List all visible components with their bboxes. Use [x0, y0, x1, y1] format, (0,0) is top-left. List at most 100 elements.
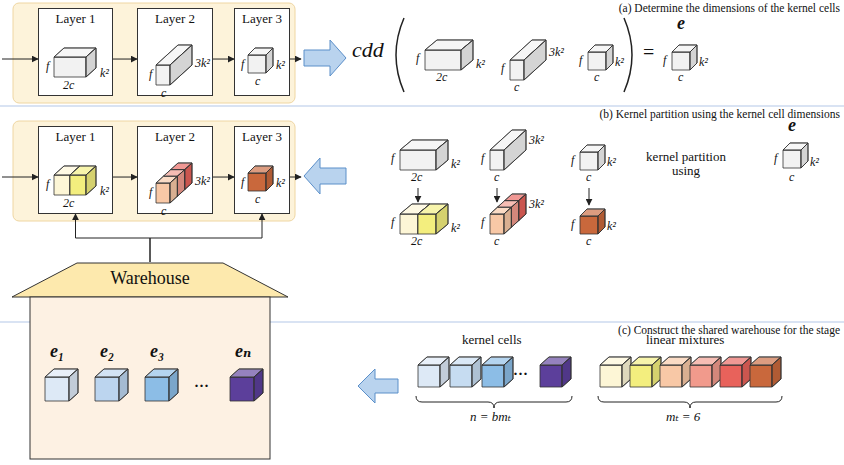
label: f [481, 216, 484, 229]
stage-panel [13, 3, 295, 103]
cube-face [504, 357, 513, 387]
cube-face [400, 150, 436, 170]
label: c [586, 235, 591, 248]
connector [113, 59, 137, 60]
cube-face [511, 201, 518, 228]
cube-face [436, 204, 448, 234]
cube-face [598, 209, 605, 234]
cube-face [801, 143, 808, 168]
label: c [494, 235, 499, 248]
cube-face [690, 45, 697, 70]
connector [76, 214, 151, 262]
cube-face [783, 150, 801, 168]
cube-face [472, 357, 481, 387]
cube-face [230, 377, 254, 401]
cube-face [772, 357, 781, 387]
label: e [677, 14, 685, 34]
label: 3k² [529, 198, 544, 211]
cube-face [562, 357, 571, 387]
node-title: Layer 3 [235, 130, 289, 144]
cube-face [562, 357, 571, 387]
label: c [494, 171, 499, 184]
cube-face [461, 40, 473, 70]
label: n = bmₜ [470, 410, 511, 424]
cube-face [119, 369, 128, 401]
label: ··· [513, 366, 528, 383]
node-label: 3k² [195, 175, 210, 188]
layer-box: Layer 2fc3k² [137, 126, 213, 214]
cube-face [600, 365, 622, 387]
node-label: f [149, 68, 152, 81]
cube-face [772, 357, 781, 387]
node-label: f [46, 178, 49, 191]
cube-face [185, 163, 192, 190]
cube-face [519, 194, 526, 221]
connector [213, 59, 234, 60]
paren [396, 18, 404, 92]
node-label: k² [276, 177, 285, 190]
cube-face [69, 369, 78, 401]
label: k² [476, 58, 485, 71]
layer-box: Layer 3fck² [234, 126, 290, 214]
cube-face [156, 65, 170, 85]
cube-face [86, 48, 96, 77]
label: linear mixtures [646, 333, 724, 347]
cube-face [482, 365, 504, 387]
node-label: 2c [63, 79, 74, 92]
cube-face [519, 194, 526, 221]
cube-face [400, 214, 418, 234]
cube-face [540, 365, 562, 387]
label: e [788, 116, 796, 136]
label: f [416, 52, 419, 65]
node-label: e₂ [100, 342, 114, 362]
cube-face [95, 377, 119, 401]
cube-face [254, 369, 263, 401]
section-divider [0, 105, 844, 106]
label: (b) Kernel partition using the kernel ce… [600, 108, 840, 121]
node-label: k² [100, 185, 109, 198]
node-label: c [255, 75, 260, 88]
cube-face [598, 145, 605, 170]
cube-face [177, 170, 184, 197]
warehouse-body [30, 297, 270, 459]
cube-face [450, 365, 472, 387]
label: = [643, 41, 654, 63]
cube-face [580, 216, 598, 234]
cube-face [170, 45, 192, 85]
cube-face [606, 45, 613, 70]
cube-face [170, 176, 177, 203]
cube-face [418, 214, 436, 234]
down-arrow [497, 188, 498, 202]
paren [624, 18, 632, 92]
node-label: 2c [63, 197, 74, 210]
block-arrow [358, 369, 398, 403]
cube-face [425, 50, 461, 70]
label: f [501, 62, 504, 75]
cube-face [54, 175, 70, 195]
layer-box: Layer 3fck² [234, 8, 290, 96]
label: (a) Determine the dimensions of the kern… [619, 2, 840, 15]
label: 3k² [549, 46, 564, 59]
cube-face [70, 175, 86, 195]
cube-face [524, 40, 546, 80]
node-label: f [149, 186, 152, 199]
cube-face [490, 150, 504, 170]
node-label: f [241, 176, 244, 189]
node-label: e₁ [50, 342, 64, 362]
connector [150, 214, 262, 262]
label: 2c [411, 171, 422, 184]
label: k² [607, 156, 616, 169]
cube-face [86, 166, 96, 195]
cube-face [248, 55, 266, 73]
node-title: Layer 1 [39, 130, 112, 144]
cube-face [54, 57, 86, 77]
cube-face [580, 152, 598, 170]
cube-face [660, 365, 682, 387]
cube-face [177, 170, 184, 197]
label: c [678, 71, 683, 84]
cube-face [606, 45, 613, 70]
label: c [594, 71, 599, 84]
label: f [774, 152, 777, 165]
layer-box: Layer 1f2ck² [38, 8, 113, 96]
cube-face [504, 207, 511, 234]
